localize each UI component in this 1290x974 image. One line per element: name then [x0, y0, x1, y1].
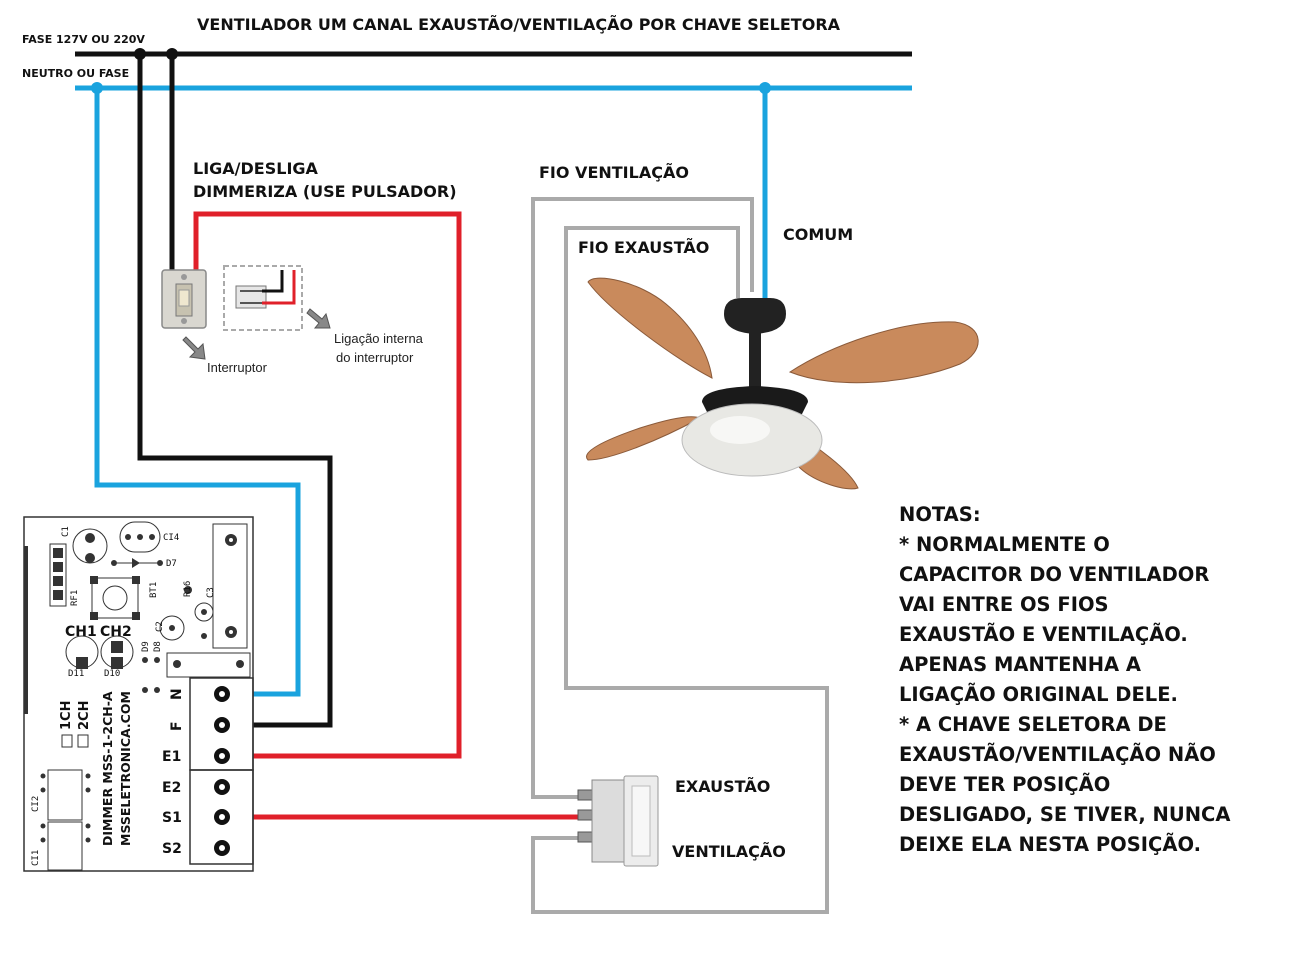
- junction-dot: [134, 48, 146, 60]
- terminal-label-s2: S2: [162, 841, 182, 857]
- component-label: C3: [206, 587, 216, 598]
- note-line: NOTAS:: [899, 503, 981, 526]
- neutral-label: NEUTRO OU FASE: [22, 67, 130, 80]
- note-line: EXAUSTÃO/VENTILAÇÃO NÃO: [899, 743, 1216, 766]
- switch-to-e1-wire: [193, 211, 462, 759]
- note-line: VAI ENTRE OS FIOS: [899, 593, 1109, 616]
- opt-1ch-label: 1CH: [59, 701, 74, 730]
- terminal-screw-center: [219, 753, 225, 759]
- diagram-title: VENTILADOR UM CANAL EXAUSTÃO/VENTILAÇÃO …: [197, 15, 841, 34]
- component-label: CI4: [163, 533, 179, 543]
- terminal-label-f: F: [169, 721, 185, 731]
- phase-label: FASE 127V OU 220V: [22, 33, 145, 46]
- switch-label-line2: DIMMERIZA (USE PULSADOR): [193, 182, 457, 201]
- ceiling-fan: [586, 277, 979, 490]
- neutral-to-board-wire: [94, 88, 301, 697]
- component-label: BT1: [149, 582, 159, 598]
- component-label: RF1: [70, 590, 80, 606]
- internal-connection-label-2: do interruptor: [336, 350, 414, 365]
- component-label: D11: [68, 669, 84, 679]
- note-line: * A CHAVE SELETORA DE: [899, 713, 1167, 736]
- terminal-label-s1: S1: [162, 810, 182, 826]
- note-line: DEVE TER POSIÇÃO: [899, 773, 1111, 796]
- note-line: DESLIGADO, SE TIVER, NUNCA: [899, 803, 1231, 826]
- terminal-label-e1: E1: [162, 749, 181, 765]
- selector-ventilation-label: VENTILAÇÃO: [672, 842, 786, 861]
- component-label: R16: [183, 581, 193, 597]
- common-label: COMUM: [783, 225, 854, 244]
- ventilation-wire-label: FIO VENTILAÇÃO: [539, 163, 689, 182]
- wall-switch: [161, 269, 207, 329]
- component-label: D8: [153, 641, 163, 652]
- interruptor-label: Interruptor: [207, 360, 267, 375]
- note-line: DEIXE ELA NESTA POSIÇÃO.: [899, 833, 1202, 856]
- component-label: D10: [104, 669, 120, 679]
- terminal-screw-center: [219, 784, 225, 790]
- arrow-icon: [182, 336, 206, 360]
- ch1-label: CH1: [65, 624, 97, 640]
- notes-block: NOTAS: * NORMALMENTE O CAPACITOR DO VENTIL…: [899, 500, 1230, 860]
- note-line: * NORMALMENTE O: [899, 533, 1110, 556]
- exhaust-wire-label: FIO EXAUSTÃO: [578, 238, 710, 257]
- terminal-screw-center: [219, 691, 225, 697]
- ch2-label: CH2: [100, 624, 132, 640]
- component-label: CI2: [31, 796, 41, 812]
- junction-dot: [91, 82, 103, 94]
- component-label: C2: [155, 621, 165, 632]
- terminal-label-e2: E2: [162, 780, 181, 796]
- junction-dot: [166, 48, 178, 60]
- note-line: LIGAÇÃO ORIGINAL DELE.: [899, 683, 1178, 706]
- exhaust-wire: [531, 226, 829, 914]
- board-model: DIMMER MSS-1-2CH-A: [100, 691, 115, 846]
- note-line: EXAUSTÃO E VENTILAÇÃO.: [899, 623, 1188, 646]
- note-line: APENAS MANTENHA A: [899, 653, 1141, 676]
- note-line: CAPACITOR DO VENTILADOR: [899, 563, 1210, 586]
- component-label: D9: [141, 641, 151, 652]
- terminal-screw-center: [219, 814, 225, 820]
- selector-switch: [577, 775, 659, 867]
- terminal-screw-center: [219, 722, 225, 728]
- component-label: C1: [61, 526, 71, 537]
- arrow-icon: [306, 308, 331, 329]
- internal-connection-label-1: Ligação interna: [334, 331, 423, 346]
- selector-exhaust-label: EXAUSTÃO: [675, 777, 771, 796]
- terminal-screw-center: [219, 845, 225, 851]
- internal-switch-diagram: [223, 265, 303, 331]
- component-label: CI1: [31, 850, 41, 866]
- junction-dot: [759, 82, 771, 94]
- phase-to-board-wire: [137, 54, 333, 728]
- opt-2ch-label: 2CH: [77, 701, 92, 730]
- terminal-label-n: N: [169, 688, 185, 700]
- dimmer-board: CH1 CH2 1CH 2CH DIMMER MSS-1-2CH-A MSSEL…: [23, 516, 254, 872]
- board-site: MSSELETRONICA.COM: [118, 691, 133, 846]
- ventilation-wire: [531, 197, 754, 799]
- switch-label-line1: LIGA/DESLIGA: [193, 159, 318, 178]
- component-label: D7: [166, 559, 177, 569]
